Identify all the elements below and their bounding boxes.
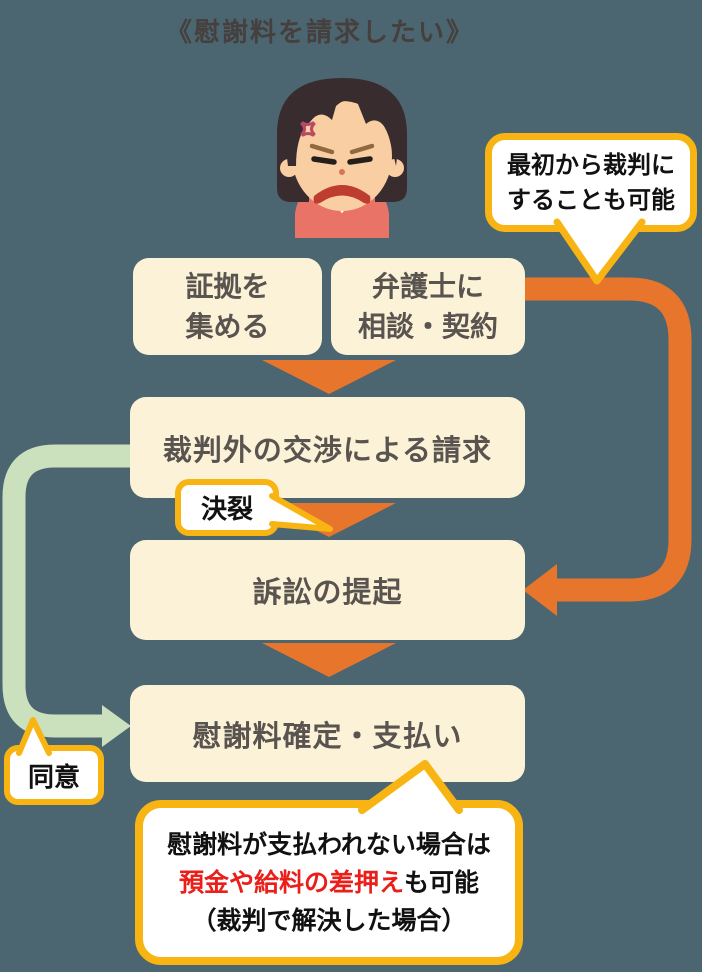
orange-skip-arrow bbox=[523, 277, 692, 616]
callout-seizure-line1: 慰謝料が支払われない場合は bbox=[167, 829, 491, 859]
anger-vein-mark bbox=[300, 121, 316, 137]
label-breakdown: 決裂 bbox=[175, 479, 279, 536]
callout-direct-trial-line1: 最初から裁判に bbox=[507, 150, 675, 179]
callout-seizure-line2-red: 預金や給料の差押え bbox=[178, 867, 404, 897]
box-consult-lawyer: 弁護士に 相談・契約 bbox=[331, 258, 525, 355]
angry-woman-illustration bbox=[277, 78, 407, 238]
page-title: 《慰謝料を請求したい》 bbox=[166, 18, 475, 48]
callout-seizure-line2-rest: も可能 bbox=[404, 867, 480, 897]
label-agreement: 同意 bbox=[4, 745, 104, 805]
box-collect-evidence-line2: 集める bbox=[185, 309, 270, 343]
box-collect-evidence-line1: 証拠を bbox=[185, 269, 270, 303]
arrow-down-3 bbox=[262, 643, 396, 677]
box-negotiation: 裁判外の交渉による請求 bbox=[130, 397, 525, 498]
box-lawsuit: 訴訟の提起 bbox=[130, 540, 525, 640]
box-consult-lawyer-line1: 弁護士に bbox=[371, 269, 484, 303]
box-collect-evidence: 証拠を 集める bbox=[133, 258, 322, 355]
box-payment: 慰謝料確定・支払い bbox=[130, 685, 525, 782]
arrow-down-1 bbox=[262, 360, 396, 394]
callout-direct-trial-line2: することも可能 bbox=[507, 185, 675, 214]
callout-seizure-line3: （裁判で解決した場合） bbox=[191, 905, 467, 935]
callout-seizure: 慰謝料が支払われない場合は 預金や給料の差押えも可能 （裁判で解決した場合） bbox=[135, 800, 523, 965]
arrow-down-2 bbox=[262, 503, 396, 537]
box-consult-lawyer-line2: 相談・契約 bbox=[357, 309, 498, 343]
green-agreement-arrow bbox=[2, 444, 132, 747]
callout-direct-trial: 最初から裁判に することも可能 bbox=[485, 133, 697, 232]
callout-seizure-line2: 預金や給料の差押えも可能 bbox=[179, 864, 479, 902]
